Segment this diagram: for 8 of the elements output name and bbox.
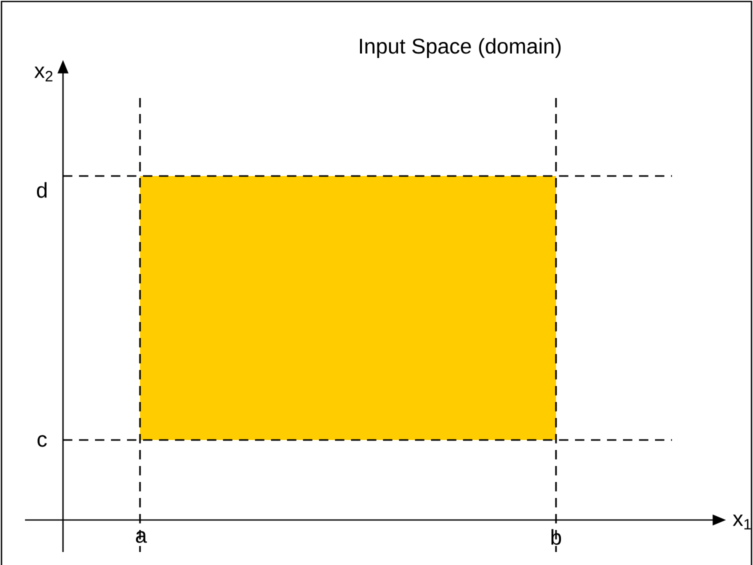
axis-label: x$_{2}$ bbox=[34, 66, 52, 82]
tick-label: a bbox=[136, 531, 147, 543]
domain-rectangle bbox=[140, 176, 556, 440]
tick-label: c bbox=[38, 435, 47, 447]
tick-label: b bbox=[551, 529, 562, 545]
tick-label: d bbox=[36, 182, 47, 198]
title: Input Space (domain) bbox=[360, 38, 561, 58]
axis-label: x$_{1}$ bbox=[732, 514, 751, 530]
